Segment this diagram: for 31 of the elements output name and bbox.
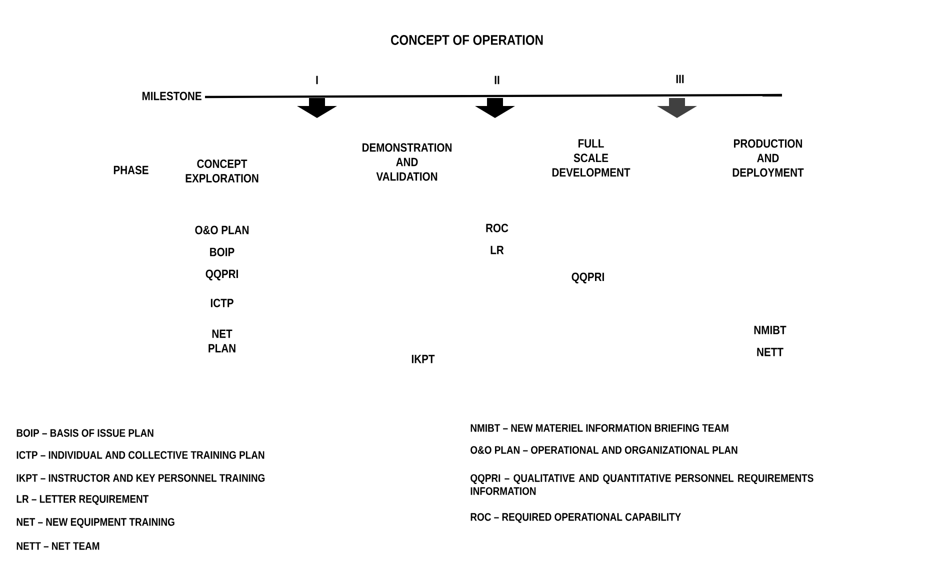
milestone-label: MILESTONE	[142, 92, 202, 100]
legend-entry: BOIP – BASIS OF ISSUE PLAN	[16, 429, 154, 437]
item-label: BOIP	[210, 248, 234, 256]
item-label: QQPRI	[572, 272, 604, 284]
item-label: NETT	[757, 348, 784, 356]
milestone-number: III	[676, 74, 684, 84]
legend-entry: NMIBT – NEW MATERIEL INFORMATION BRIEFING TEAM	[470, 424, 728, 432]
phase-heading: FULL SCALE DEVELOPMENT	[552, 139, 630, 177]
phase-heading: DEMONSTRATION AND VALIDATION	[362, 143, 452, 181]
item-label: QQPRI	[206, 270, 238, 280]
item-label: NET PLAN	[208, 330, 236, 352]
diagram-title: CONCEPT OF OPERATION	[391, 35, 543, 45]
phase-heading: PRODUCTION AND DEPLOYMENT	[732, 139, 804, 177]
item-label: NMIBT	[754, 326, 786, 334]
legend-entry: O&O PLAN – OPERATIONAL AND ORGANIZATIONAL PLAN	[470, 446, 738, 454]
legend-entry: IKPT – INSTRUCTOR AND KEY PERSONNEL TRAINING	[16, 474, 265, 482]
legend-entry: ICTP – INDIVIDUAL AND COLLECTIVE TRAINING PLAN	[16, 451, 264, 459]
legend-entry: QQPRI – QUALITATIVE AND QUANTITATIVE PERSONNEL REQUIREMENTS INFORMATION	[470, 474, 814, 495]
item-label: IKPT	[412, 354, 435, 364]
item-label: LR	[490, 246, 504, 254]
item-label: ICTP	[210, 298, 234, 308]
phase-heading: CONCEPT EXPLORATION	[186, 160, 258, 182]
milestone-number: II	[494, 76, 500, 84]
legend-entry: LR – LETTER REQUIREMENT	[16, 495, 149, 505]
item-label: ROC	[486, 224, 508, 232]
legend-entry: NET – NEW EQUIPMENT TRAINING	[16, 518, 174, 528]
row-label: PHASE	[114, 166, 148, 174]
legend-entry: ROC – REQUIRED OPERATIONAL CAPABILITY	[470, 513, 681, 523]
milestone-number: I	[316, 76, 318, 84]
legend-entry: NETT – NET TEAM	[16, 542, 100, 550]
item-label: O&O PLAN	[195, 226, 249, 234]
